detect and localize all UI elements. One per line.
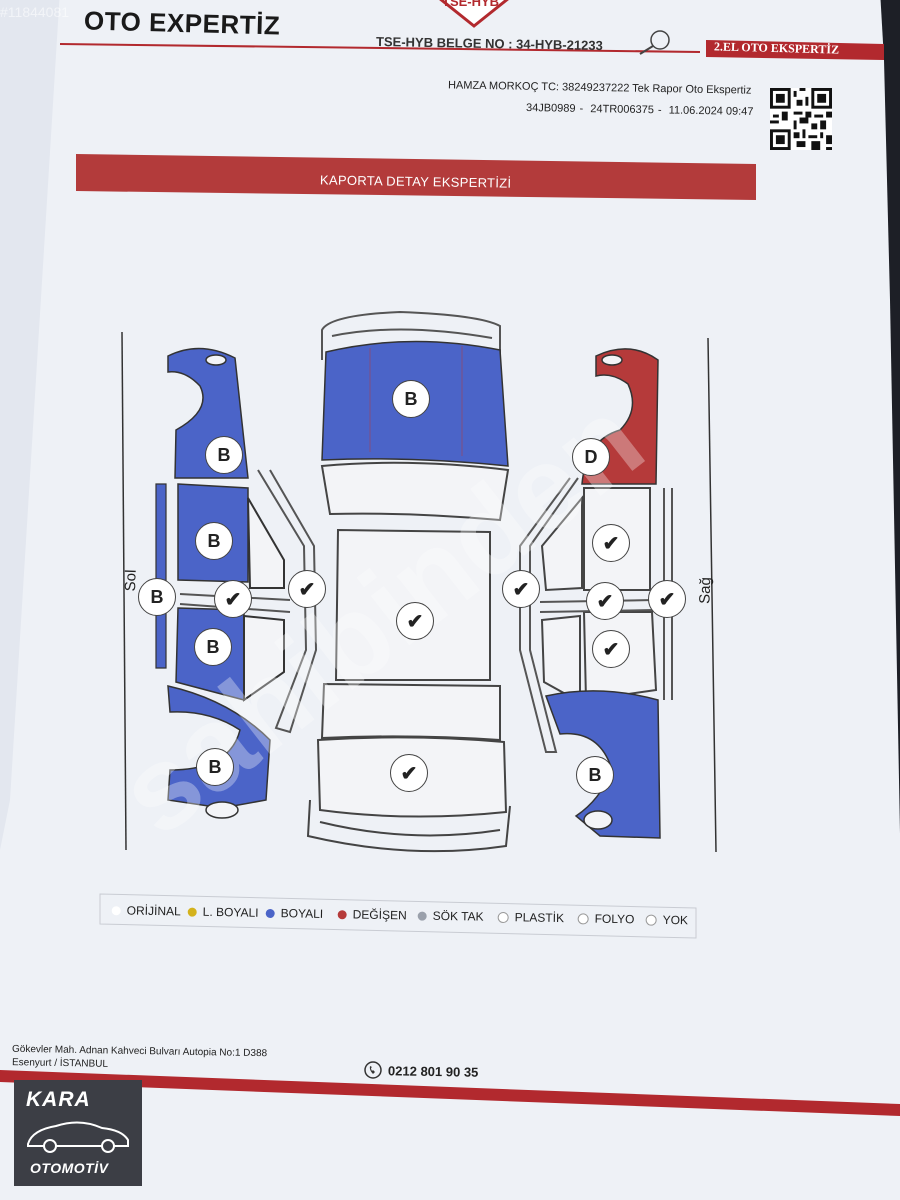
legend-dot [187,907,197,917]
left-side-label: Sol [121,569,140,592]
legend-dot [497,911,509,923]
front-left-fender-badge: B [205,436,243,474]
hood-badge: B [392,380,430,418]
rear-left-fender-badge: B [196,748,234,786]
legend-label: FOLYO [594,911,635,927]
legend-item-yok: YOK [645,912,689,928]
left-roof-rail-check: ✔ [288,570,326,608]
roof-check: ✔ [396,602,434,640]
legend-dot [111,905,121,915]
legend-item-boyali: BOYALI [265,906,324,921]
legend-item-orijinal: ORİJİNAL [111,903,181,919]
tse-logo-text: TSE-HYB [442,0,500,9]
rear-left-door-badge: B [194,628,232,666]
phone-icon [364,1061,382,1079]
legend-label: SÖK TAK [432,908,484,924]
brand-name: KARA [26,1088,91,1111]
front-right-fender-badge: D [572,438,610,476]
right-middle-pillar-check: ✔ [586,582,624,620]
legend-label: BOYALI [280,906,324,921]
car-logo-icon [27,1121,129,1153]
left-middle-pillar-check: ✔ [214,580,252,618]
rear-right-fender-badge: B [576,756,614,794]
tse-logo-icon [439,0,509,28]
legend-label: YOK [662,912,689,928]
trunk-check: ✔ [390,754,428,792]
front-right-door-check: ✔ [592,524,630,562]
right-side-label: Sağ [696,576,715,605]
legend-dot [577,912,589,925]
legend-item-plastik: PLASTİK [497,910,565,926]
legend-item-folyo: FOLYO [577,911,635,927]
legend-dot [337,909,347,919]
rear-right-fender [544,690,661,839]
legend-item-l-boyali: L. BOYALI [187,904,259,920]
legend-label: ORİJİNAL [126,903,181,919]
rear-right-door-check: ✔ [592,630,630,668]
legend-item-degisen: DEĞİŞEN [337,907,407,923]
qr-code-icon [770,88,832,150]
left-sill-badge: B [138,578,176,616]
legend-label: DEĞİŞEN [352,907,407,923]
right-sill-check: ✔ [648,580,686,618]
legend-dot [645,914,657,926]
brand-sub: OTOMOTİV [30,1160,109,1176]
right-roof-rail-check: ✔ [502,570,540,608]
legend-label: L. BOYALI [202,904,259,920]
watermark-id: #11844081 [0,4,70,20]
legend-dot [417,911,427,921]
front-left-door-badge: B [195,522,233,560]
legend-label: PLASTİK [514,910,565,926]
left-sill [155,483,167,669]
legend-dot [265,908,275,918]
footer-phone: 0212 801 90 35 [387,1063,479,1080]
legend-item-sok-tak: SÖK TAK [417,908,484,924]
footer-address-line2: Esenyurt / İSTANBUL [11,1057,109,1070]
